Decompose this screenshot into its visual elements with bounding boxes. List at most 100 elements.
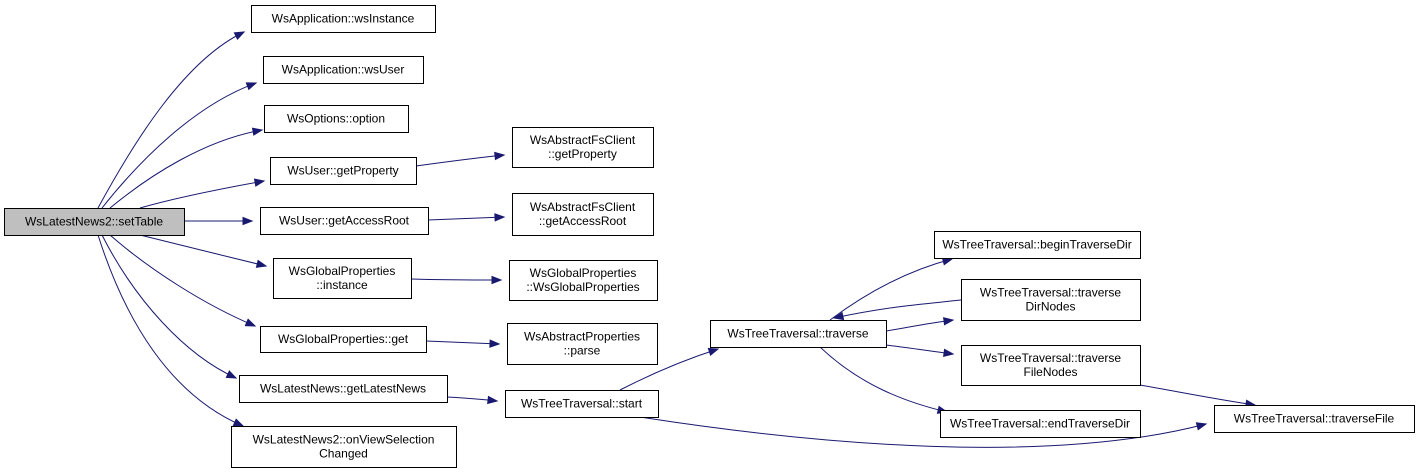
node-getAccessRootUser[interactable]: WsUser::getAccessRoot (260, 207, 429, 235)
node-label: WsUser::getAccessRoot (279, 214, 410, 228)
edge-fileNodes-to-traverseFile (1139, 384, 1257, 408)
edge-arrowhead (487, 395, 499, 405)
node-label: WsLatestNews::getLatestNews (260, 382, 426, 396)
edge-line (425, 340, 500, 345)
edge-line (1139, 384, 1256, 406)
edge-traverse-to-beginDir (829, 257, 954, 321)
edge-arrowhead (943, 317, 955, 326)
node-box (512, 127, 654, 168)
edge-arrowhead (1195, 422, 1208, 431)
node-label: WsTreeTraversal::traverse (980, 351, 1121, 365)
node-traverse[interactable]: WsTreeTraversal::traverse (710, 320, 887, 348)
node-parse[interactable]: WsAbstractProperties::parse (507, 323, 658, 365)
edge-getLatestNews-to-start (446, 395, 499, 405)
node-box (512, 193, 654, 236)
node-label: WsTreeTraversal::beginTraverseDir (942, 238, 1131, 252)
edge-getPropertyUser-to-fsGetProperty (415, 151, 506, 167)
edge-setTable-to-getPropertyUser (139, 178, 266, 209)
edge-arrowhead (494, 213, 506, 222)
node-label: WsOptions::option (287, 112, 385, 126)
node-box (934, 231, 1141, 259)
node-getPropertyUser[interactable]: WsUser::getProperty (270, 157, 417, 185)
edge-arrowhead (707, 347, 720, 356)
node-label: WsUser::getProperty (287, 164, 398, 178)
node-box (1214, 405, 1415, 433)
edge-line (139, 180, 265, 209)
node-label: WsLatestNews2::onViewSelection (253, 433, 435, 447)
node-wsInstance[interactable]: WsApplication::wsInstance (251, 5, 436, 33)
node-endDir[interactable]: WsTreeTraversal::endTraverseDir (940, 410, 1141, 438)
edge-setTable-to-onViewSel (97, 234, 245, 427)
node-label: WsTreeTraversal::traverse (980, 286, 1121, 300)
edge-arrowhead (251, 127, 264, 136)
node-box (961, 345, 1141, 386)
nodes-layer: WsLatestNews2::setTable WsApplication::ws… (4, 5, 1415, 468)
edge-line (833, 299, 962, 319)
node-fsGetAccessRoot[interactable]: WsAbstractFsClient::getAccessRoot (512, 193, 654, 236)
node-setTable[interactable]: WsLatestNews2::setTable (4, 208, 185, 236)
node-box (251, 5, 436, 33)
edge-gpInstance-to-gpCtor (410, 275, 503, 285)
node-box (239, 375, 448, 403)
node-getLatestNews[interactable]: WsLatestNews::getLatestNews (239, 375, 448, 403)
node-box (961, 279, 1141, 321)
edge-arrowhead (233, 31, 246, 41)
node-gpInstance[interactable]: WsGlobalProperties::instance (273, 258, 412, 299)
edge-arrowhead (244, 318, 257, 327)
node-label: WsLatestNews2::setTable (25, 215, 163, 229)
edge-arrowhead (494, 151, 506, 161)
node-box (505, 390, 659, 418)
node-label: WsTreeTraversal::start (521, 397, 643, 411)
node-label: ::getAccessRoot (539, 214, 627, 228)
node-fsGetProperty[interactable]: WsAbstractFsClient::getProperty (512, 127, 654, 168)
edge-gpGet-to-parse (425, 339, 501, 348)
edge-arrowhead (245, 82, 258, 91)
edge-traverse-to-dirNodes (885, 317, 955, 332)
edge-arrowhead (225, 370, 238, 379)
edge-setTable-to-getLatestNews (101, 234, 238, 379)
node-label: WsTreeTraversal::endTraverseDir (950, 417, 1130, 431)
node-gpCtor[interactable]: WsGlobalProperties::WsGlobalProperties (509, 260, 658, 301)
edge-setTable-to-wsInstance (97, 31, 246, 209)
edge-traverse-to-endDir (819, 346, 949, 414)
node-label: WsAbstractFsClient (530, 133, 636, 147)
edge-getAccessRootUser-to-fsGetAccessRoot (427, 213, 506, 222)
edge-arrowhead (253, 178, 266, 187)
node-label: WsTreeTraversal::traverseFile (1234, 412, 1395, 426)
node-box (231, 426, 457, 468)
node-box (260, 326, 427, 353)
edge-line (410, 278, 502, 281)
node-beginDir[interactable]: WsTreeTraversal::beginTraverseDir (934, 231, 1141, 259)
node-label: ::parse (564, 344, 601, 358)
edge-setTable-to-gpGet (109, 234, 257, 327)
node-option[interactable]: WsOptions::option (264, 105, 409, 133)
edge-arrowhead (491, 275, 503, 285)
node-start[interactable]: WsTreeTraversal::start (505, 390, 659, 418)
node-label: WsApplication::wsUser (282, 63, 405, 77)
edge-arrowhead (832, 311, 845, 321)
node-box (4, 208, 185, 236)
node-traverseFile[interactable]: WsTreeTraversal::traverseFile (1214, 405, 1415, 433)
node-label: Changed (319, 447, 368, 461)
edge-dirNodes-to-traverse (832, 299, 962, 321)
node-box (270, 157, 417, 185)
edge-traverse-to-fileNodes (885, 344, 955, 357)
edge-line (829, 258, 953, 321)
node-label: WsGlobalProperties (530, 266, 637, 280)
edge-setTable-to-option (109, 127, 264, 209)
node-gpGet[interactable]: WsGlobalProperties::get (260, 326, 427, 353)
edge-line (427, 216, 505, 221)
node-label: FileNodes (1023, 365, 1077, 379)
node-label: WsGlobalProperties::get (278, 332, 409, 346)
node-label: WsApplication::wsInstance (272, 12, 415, 26)
node-label: WsTreeTraversal::traverse (727, 327, 868, 341)
node-label: DirNodes (1025, 300, 1075, 314)
node-wsUser[interactable]: WsApplication::wsUser (263, 56, 424, 84)
edge-arrowhead (943, 348, 955, 357)
edge-arrowhead (242, 216, 254, 226)
node-box (507, 323, 658, 365)
edge-line (885, 344, 954, 355)
